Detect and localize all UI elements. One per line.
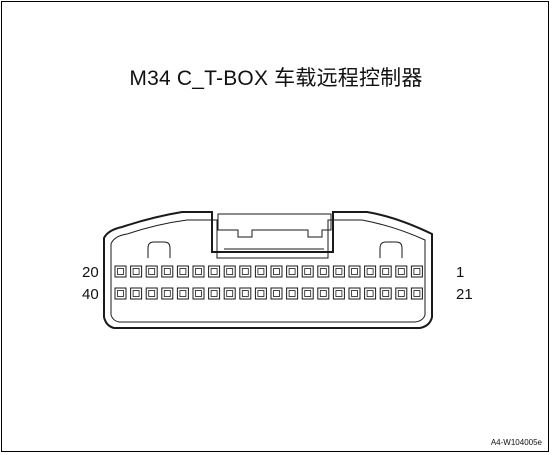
pin-cavity-7 [317,265,330,278]
pin-cavity-inner-25 [351,290,358,297]
pin-grid [114,265,423,300]
pin-cavity-inner-38 [148,290,156,297]
pin-cavity-inner-40 [117,290,124,297]
pin-cavity-37 [161,287,174,300]
pin-cavity-14 [208,265,221,278]
pin-cavity-12 [239,265,252,278]
pin-cavity-21 [410,287,423,300]
pin-cavity-18 [145,265,158,278]
pin-cavity-3 [379,265,392,278]
pin-cavity-inner-21 [413,290,421,297]
pin-cavity-inner-27 [319,290,327,297]
pin-cavity-inner-18 [148,268,156,275]
pin-cavity-inner-15 [195,268,202,275]
pin-cavity-15 [192,265,205,278]
pin-cavity-inner-11 [257,268,265,275]
pin-cavity-38 [145,287,158,300]
pin-cavity-26 [332,287,345,300]
pin-cavity-35 [192,287,205,300]
pin-cavity-40 [114,287,127,300]
pin-cavity-6 [332,265,345,278]
pin-cavity-inner-31 [257,290,265,297]
pin-cavity-inner-7 [319,268,327,275]
pin-cavity-17 [161,265,174,278]
pin-cavity-inner-16 [179,268,187,275]
pin-cavity-27 [317,287,330,300]
pin-cavity-24 [364,287,377,300]
pin-cavity-inner-5 [351,268,358,275]
pin-cavity-13 [223,265,236,278]
pin-cavity-inner-32 [241,290,249,297]
pin-cavity-inner-13 [226,268,234,275]
pin-cavity-25 [348,287,361,300]
pin-label-20: 20 [82,264,99,281]
pin-label-40: 40 [82,286,99,303]
pin-cavity-inner-8 [304,268,312,275]
pin-cavity-inner-37 [163,290,171,297]
pin-cavity-31 [254,287,267,300]
figure-id: A4-W104005e [490,438,542,447]
pin-cavity-16 [176,265,189,278]
pin-cavity-23 [379,287,392,300]
pin-cavity-inner-33 [226,290,234,297]
pin-cavity-inner-17 [163,268,171,275]
pin-cavity-inner-4 [366,268,374,275]
pin-cavity-33 [223,287,236,300]
pin-cavity-inner-24 [366,290,374,297]
pin-cavity-10 [270,265,283,278]
connector-latch-housing [217,213,332,238]
pin-cavity-4 [364,265,377,278]
pin-cavity-inner-29 [288,290,296,297]
pin-cavity-5 [348,265,361,278]
pin-cavity-29 [286,287,299,300]
pin-cavity-inner-2 [397,268,405,275]
pin-cavity-inner-3 [382,268,390,275]
pin-cavity-20 [114,265,127,278]
pin-cavity-inner-35 [195,290,202,297]
pin-cavity-36 [176,287,189,300]
pin-cavity-2 [395,265,408,278]
pin-cavity-1 [410,265,423,278]
pin-cavity-inner-26 [335,290,343,297]
pin-cavity-39 [130,287,143,300]
pin-cavity-inner-23 [382,290,390,297]
pin-cavity-inner-39 [132,290,140,297]
pin-cavity-28 [301,287,314,300]
pin-cavity-9 [286,265,299,278]
diagram-title: M34 C_T-BOX 车载远程控制器 [129,67,423,90]
pin-cavity-inner-36 [179,290,187,297]
connector-inner-shell [110,219,426,323]
pin-label-21: 21 [456,286,473,303]
pin-cavity-inner-9 [288,268,296,275]
pin-cavity-22 [395,287,408,300]
pin-cavity-32 [239,287,252,300]
pin-cavity-inner-6 [335,268,343,275]
pin-cavity-inner-12 [241,268,249,275]
pin-cavity-8 [301,265,314,278]
pin-cavity-11 [254,265,267,278]
pin-cavity-inner-28 [304,290,312,297]
left-keying-tab [147,241,171,258]
pin-cavity-inner-30 [273,290,280,297]
pin-cavity-30 [270,287,283,300]
pin-cavity-inner-19 [132,268,140,275]
pin-cavity-34 [208,287,221,300]
pin-cavity-19 [130,265,143,278]
right-keying-tab [379,241,403,258]
pin-label-1: 1 [456,264,465,281]
pin-cavity-inner-1 [413,268,421,275]
pin-cavity-inner-20 [117,268,124,275]
pin-cavity-inner-14 [210,268,218,275]
pin-cavity-inner-10 [273,268,280,275]
pin-cavity-inner-22 [397,290,405,297]
connector-outer-shell [103,211,433,329]
pin-cavity-inner-34 [210,290,218,297]
